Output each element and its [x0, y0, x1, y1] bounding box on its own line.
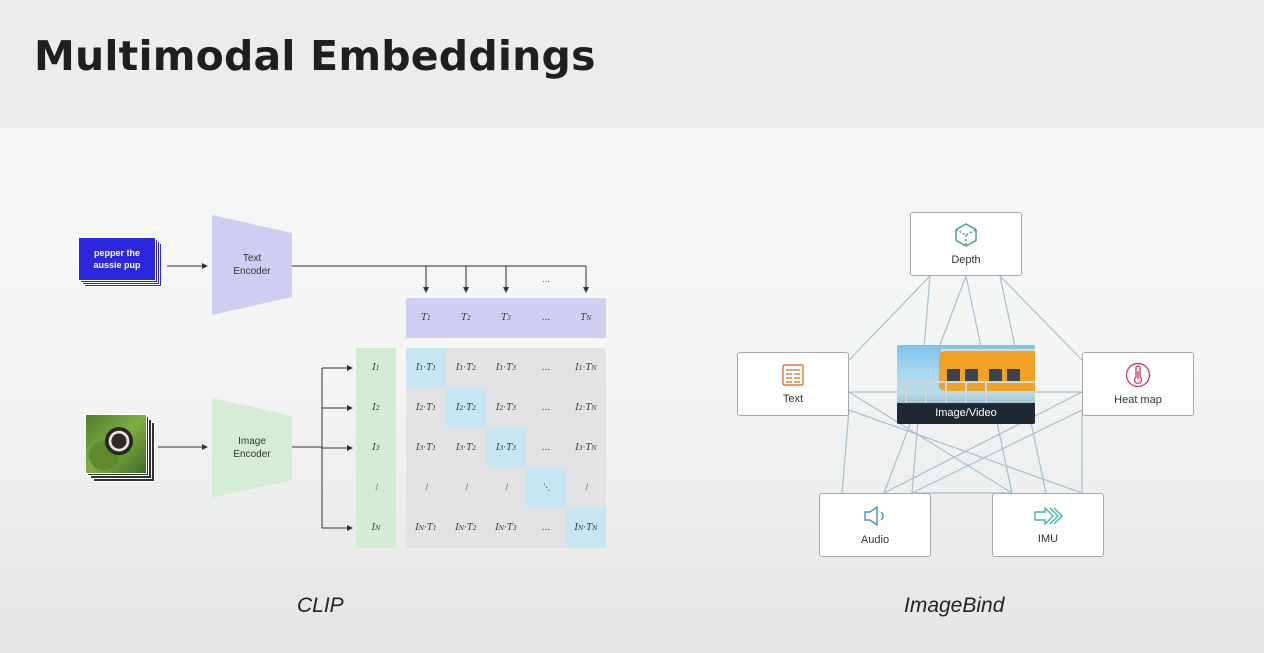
document-icon [782, 364, 804, 386]
text-input-stack: pepper the aussie pup [78, 237, 162, 287]
matrix-cell: ... [526, 388, 566, 428]
matrix-cell: ... [526, 348, 566, 388]
thermometer-icon [1125, 362, 1151, 388]
imu-label: IMU [1037, 533, 1059, 545]
image-input-stack [85, 414, 157, 484]
matrix-cell: ⁝ [486, 468, 526, 508]
image-embedding-bus [292, 368, 323, 528]
image-video-label: Image/Video [935, 407, 997, 419]
matrix-diagonal-cell: ⋱ [526, 468, 566, 508]
speaker-icon [864, 505, 884, 527]
text-input-card: pepper the aussie pup [78, 237, 156, 281]
text-node: Text [737, 352, 849, 416]
train-photo [939, 351, 1035, 391]
heat-map-label: Heat map [1114, 394, 1162, 406]
slide-title: Multimodal Embeddings [34, 32, 596, 80]
cube-icon [955, 223, 977, 247]
edge-text-audio [841, 409, 850, 494]
matrix-cell: ⁝ [406, 468, 446, 508]
matrix-cell: ... [526, 428, 566, 468]
heat-map-node: Heat map [1082, 352, 1194, 416]
depth-label: Depth [951, 254, 981, 266]
clip-caption: CLIP [297, 594, 344, 617]
image-embedding-4: ⁝ [356, 468, 396, 508]
image-video-node: Image/Video [897, 345, 1035, 424]
text-encoder: Text Encoder [212, 215, 292, 315]
matrix-cell: ⁝ [566, 468, 606, 508]
motion-arrows-icon [1034, 506, 1063, 526]
dog-photo [85, 414, 147, 474]
audio-label: Audio [860, 534, 890, 546]
audio-node: Audio [819, 493, 931, 557]
text-embedding-4: ... [526, 298, 566, 338]
text-label: Text [782, 393, 804, 405]
depth-node: Depth [910, 212, 1022, 276]
imu-node: IMU [992, 493, 1104, 557]
imagebind-caption: ImageBind [904, 594, 1005, 617]
top-ellipsis: ... [542, 274, 550, 284]
matrix-cell: ⁝ [446, 468, 486, 508]
image-encoder: Image Encoder [212, 398, 292, 498]
slide-header: Multimodal Embeddings [0, 0, 1264, 128]
matrix-cell: ... [526, 508, 566, 548]
